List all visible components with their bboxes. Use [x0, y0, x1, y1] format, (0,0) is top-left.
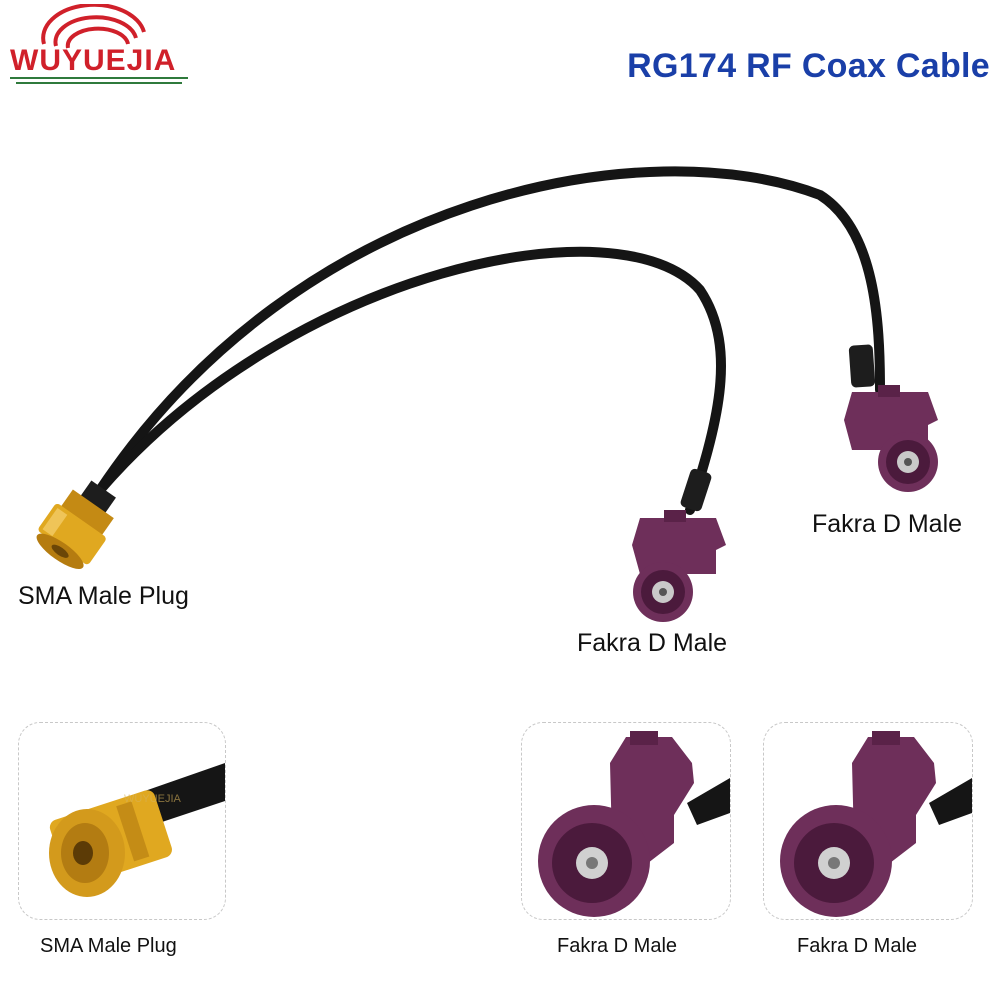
card-fakra-caption-1: Fakra D Male: [557, 935, 678, 957]
label-fakra-mid: Fakra D Male: [577, 629, 728, 657]
sma-connector-icon: [36, 480, 116, 569]
card-sma-closeup: WUYUEJIA: [18, 722, 226, 920]
card-sma-caption: SMA Male Plug: [40, 935, 177, 957]
cable-scene: [36, 166, 938, 622]
page-title: RG174 RF Coax Cable: [627, 47, 990, 85]
cable-lower: [95, 246, 727, 515]
sma-closeup-icon: [49, 763, 225, 897]
fakra-mid-connector-icon: [632, 510, 726, 622]
card-fakra-caption-2: Fakra D Male: [797, 935, 918, 957]
logo-text: WUYUEJIA: [10, 44, 177, 77]
label-sma: SMA Male Plug: [18, 582, 189, 610]
logo-icon: [10, 2, 188, 84]
card-fakra-closeup-2: [763, 722, 973, 920]
fakra-closeup-icon: [780, 731, 972, 917]
label-fakra-right: Fakra D Male: [812, 510, 963, 538]
brand-logo: WUYUEJIA: [4, 2, 194, 86]
card-watermark: WUYUEJIA: [124, 793, 181, 805]
fakra-closeup-icon: [538, 731, 730, 917]
cable-upper: [95, 166, 885, 495]
card-fakra-closeup-1: [521, 722, 731, 920]
fakra-right-connector-icon: [844, 385, 938, 492]
